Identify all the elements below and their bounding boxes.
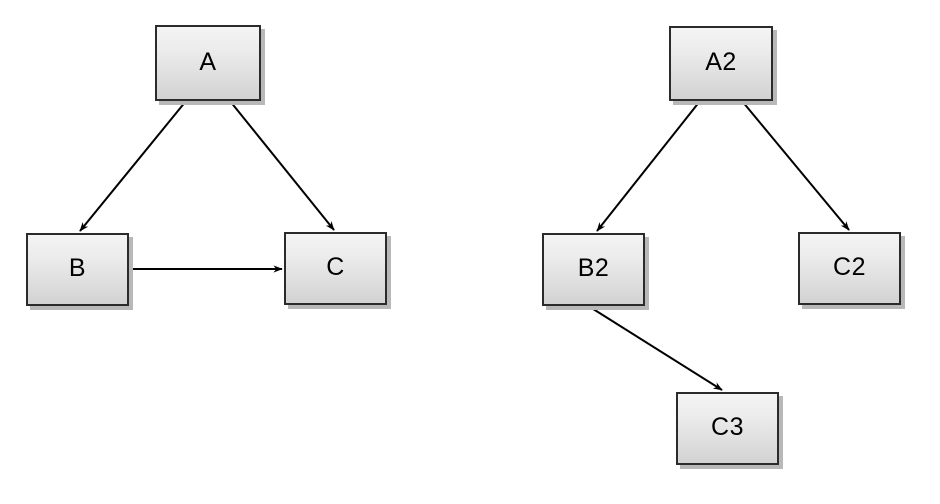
node-label-c2: C2: [833, 253, 866, 281]
node-label-a2: A2: [705, 48, 737, 76]
node-b2[interactable]: B2: [542, 233, 645, 306]
node-label-a: A: [199, 47, 217, 76]
node-label-b: B: [68, 254, 87, 282]
node-label-c: C: [326, 253, 345, 281]
edge-a-to-b: [79, 100, 187, 232]
edge-a-to-c: [229, 100, 335, 231]
node-c2[interactable]: C2: [798, 232, 901, 305]
node-a[interactable]: A: [155, 25, 261, 101]
edge-a2-to-c2: [741, 100, 850, 231]
edge-a2-to-b2: [596, 100, 701, 232]
edge-b2-to-c3: [589, 306, 723, 391]
node-label-b2: B2: [577, 254, 610, 282]
node-a2[interactable]: A2: [669, 26, 773, 101]
node-b[interactable]: B: [26, 233, 129, 306]
node-c3[interactable]: C3: [676, 392, 779, 465]
node-label-c3: C3: [711, 413, 744, 441]
node-c[interactable]: C: [284, 232, 387, 305]
